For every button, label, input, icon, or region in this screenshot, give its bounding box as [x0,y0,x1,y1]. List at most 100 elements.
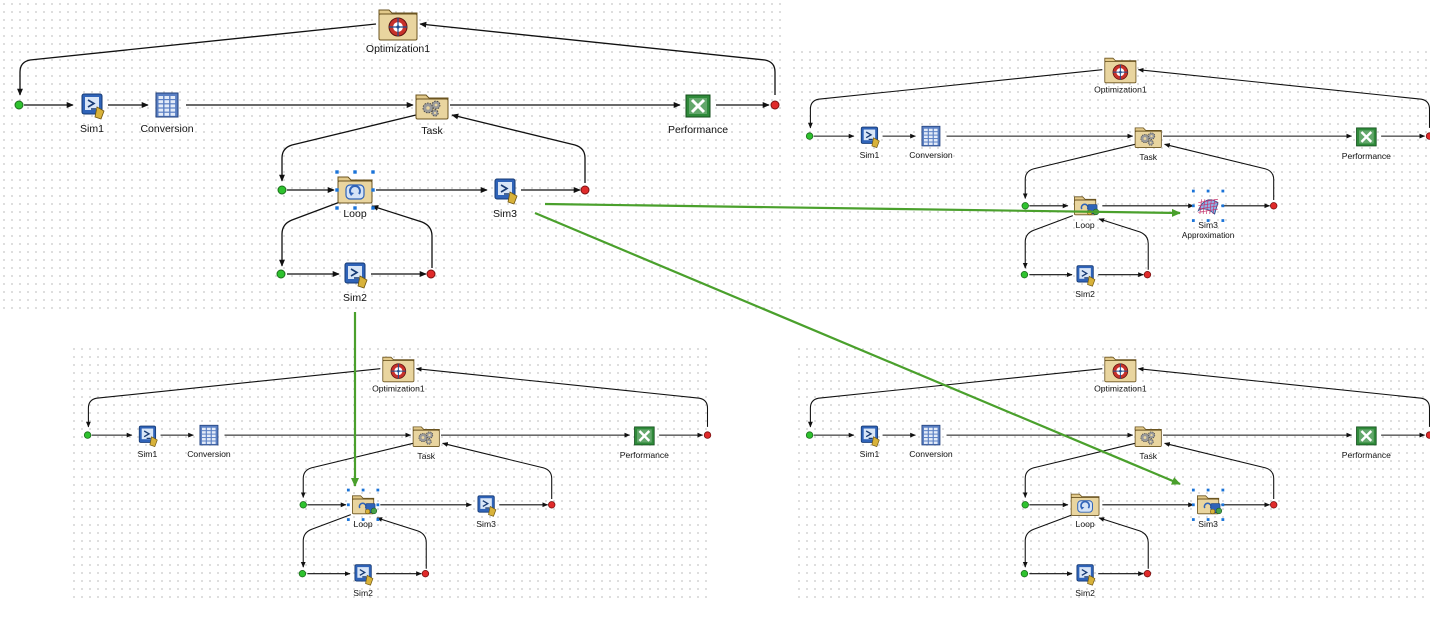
end-node[interactable] [1425,132,1430,140]
excel-icon [1356,426,1377,446]
start-node[interactable] [277,185,287,195]
sim1-node-label: Sim1 [860,449,880,459]
sim2-node[interactable] [344,262,368,289]
loop-node[interactable]: Loop [335,170,375,220]
connection-arrow [1137,67,1430,128]
loop-node[interactable]: Loop [346,488,380,529]
optimization-node[interactable]: Optimization1 [372,356,425,394]
simulation-icon [477,495,497,517]
end-node[interactable] [1270,501,1278,509]
table-icon [155,92,179,118]
end-node[interactable] [770,100,780,110]
conversion-node-label: Conversion [909,449,953,459]
sim2-node[interactable] [1076,265,1096,287]
gear-folder-icon [1134,127,1162,148]
conversion-node[interactable]: Conversion [140,92,194,135]
connection-arrow [1164,442,1275,500]
conversion-node-label: Conversion [909,150,953,160]
performance-node[interactable]: Performance [1342,426,1391,460]
optimization-node[interactable]: Optimization1 [1094,356,1147,394]
task-node[interactable]: Task [415,94,449,137]
workflow-canvas-main[interactable] [0,0,785,315]
sim1-node-label: Sim1 [138,449,158,459]
connection-arrow [1164,143,1275,201]
conversion-node[interactable]: Conversion [187,424,231,459]
target-icon [378,9,418,41]
sim1-node[interactable]: Sim1 [138,425,158,459]
performance-node[interactable]: Performance [620,426,669,460]
start-node[interactable] [805,132,814,140]
workflow-canvas-approximation[interactable] [790,48,1430,310]
start-node[interactable] [805,431,814,439]
start-node[interactable] [1021,202,1029,210]
start-node[interactable] [83,431,92,439]
loop-node[interactable]: Loop [1070,493,1100,529]
end-node[interactable] [1143,270,1152,279]
sim1-node-label: Sim1 [860,150,880,160]
sim2-node-label: Sim2 [1075,588,1095,598]
end-node[interactable] [421,569,430,578]
performance-node[interactable]: Performance [1342,127,1391,161]
connection-arrow [17,23,377,96]
end-node[interactable] [426,269,436,279]
selection-handles[interactable] [335,170,375,210]
performance-node-label: Performance [620,450,669,460]
simulation-icon [354,564,374,586]
sim3-node-label: Sim3 [493,208,517,220]
transition-arrow-to-approximation [544,202,1181,217]
sim1-node[interactable]: Sim1 [860,126,880,160]
selection-handles[interactable] [346,488,380,521]
selection-handles[interactable] [1191,189,1225,222]
performance-node-label: Performance [1342,450,1391,460]
end-node[interactable] [1143,569,1152,578]
workflow-canvas-sim3-variant[interactable] [795,345,1430,600]
sim2-node[interactable] [354,564,374,586]
start-node[interactable] [14,100,24,110]
loop-node[interactable]: Loop [1074,196,1100,230]
table-icon [921,424,941,446]
sim1-node[interactable]: Sim1 [860,425,880,459]
start-node[interactable] [299,501,307,509]
sim3-node-label: Sim3 [1198,220,1218,230]
task-node-label: Task [417,451,435,461]
optimization-node-label: Optimization1 [372,384,425,394]
conversion-node[interactable]: Conversion [909,125,953,160]
loop-node-label: Loop [343,208,367,220]
end-node[interactable] [703,431,712,439]
end-node[interactable] [580,185,590,195]
conversion-node-label: Conversion [140,123,193,135]
task-node[interactable]: Task [1134,127,1162,162]
sim2-node[interactable] [1076,564,1096,586]
sim1-node[interactable]: Sim1 [80,93,105,135]
start-node[interactable] [298,569,307,578]
start-node[interactable] [1020,270,1029,279]
start-node[interactable] [1021,501,1029,509]
sim3-node-label: Sim3 [476,519,496,529]
performance-node[interactable]: Performance [668,94,728,136]
selection-handles[interactable] [1191,488,1225,521]
sim3-node[interactable]: Sim3 [1191,488,1225,529]
end-node[interactable] [1425,431,1430,439]
start-node[interactable] [276,269,286,279]
conversion-node[interactable]: Conversion [909,424,953,459]
optimization-node[interactable]: Optimization1 [366,9,430,55]
end-node[interactable] [548,501,556,509]
task-node[interactable]: Task [412,426,440,461]
connection-arrow [415,366,709,427]
sim3-node[interactable]: Sim3 [476,495,497,529]
optimization-node[interactable]: Optimization1 [1094,57,1147,95]
sim3-node[interactable]: Sim3 [493,178,518,220]
end-node[interactable] [1270,202,1278,210]
start-node[interactable] [1020,569,1029,578]
optimization-node-label: Optimization1 [366,43,430,55]
transition-arrow-to-sim3-variant [534,211,1181,486]
workflow-canvas-loop-variant[interactable] [70,345,710,600]
conversion-node-label: Conversion [187,449,231,459]
connection-arrow [1098,517,1149,569]
task-node[interactable]: Task [1134,426,1162,461]
excel-icon [634,426,655,446]
